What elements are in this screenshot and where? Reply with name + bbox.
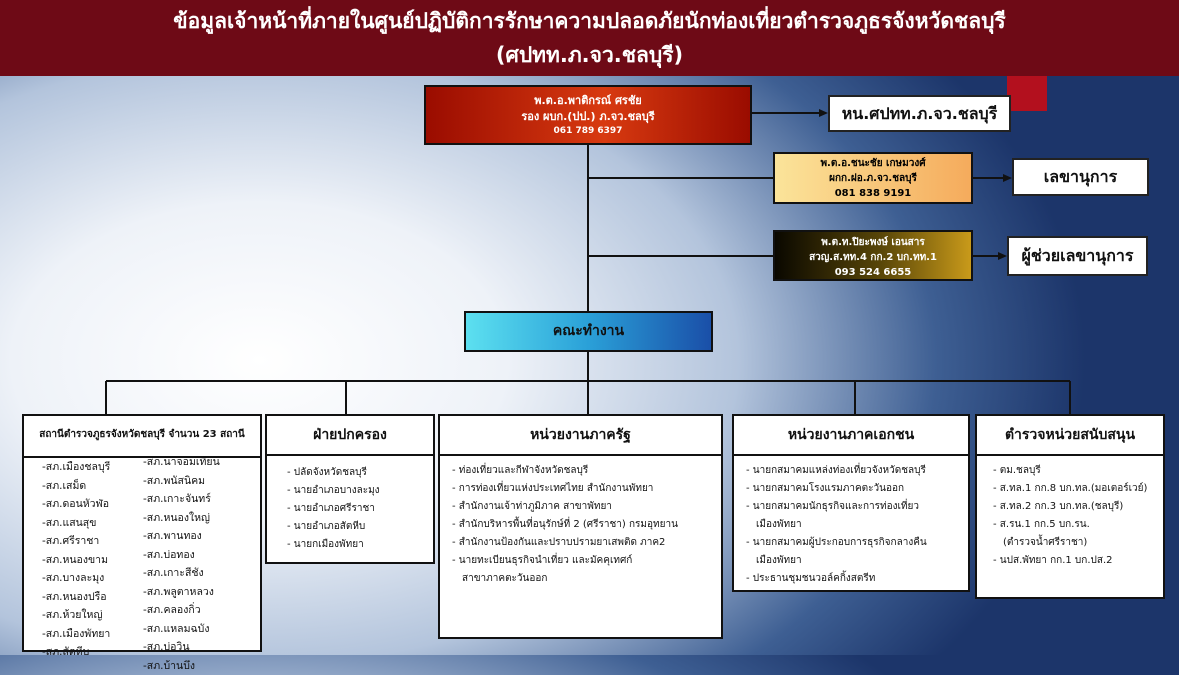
list-item: -สภ.พานทอง	[143, 527, 220, 546]
arrow-head	[998, 252, 1007, 260]
list-item-continued: (ตำรวจน้ำศรีราชา)	[993, 534, 1163, 552]
list-item: - นายอำเภอสัตหีบ	[287, 518, 433, 536]
list-item: -สภ.พลูตาหลวง	[143, 583, 220, 602]
list-item: -สภ.แสนสุข	[42, 514, 110, 533]
list-item: - นายอำเภอบางละมุง	[287, 482, 433, 500]
list-item: -สภ.บ่อวิน	[143, 638, 220, 657]
list-item: -สภ.เมืองพัทยา	[42, 625, 110, 644]
assistant-box: พ.ต.ท.ปิยะพงษ์ เอนสาร สวญ.ส.ทท.4 กก.2 บก…	[773, 230, 973, 281]
list-item: -สภ.พนัสนิคม	[143, 472, 220, 491]
list-item: - นายอำเภอศรีราชา	[287, 500, 433, 518]
list-item: -สภ.เกาะสีชัง	[143, 564, 220, 583]
stations-title: สถานีตำรวจภูธรจังหวัดชลบุรี จำนวน 23 สถา…	[24, 416, 260, 458]
list-item-continued: เมืองพัทยา	[746, 552, 968, 570]
chief-position: รอง ผบก.(ปป.) ภ.จว.ชลบุรี	[426, 109, 750, 125]
secretary-phone: 081 838 9191	[775, 186, 971, 201]
list-item: -สภ.เมืองชลบุรี	[42, 458, 110, 477]
support-column: ตำรวจหน่วยสนับสนุน - ตม.ชลบุรี - ส.ทล.1 …	[975, 414, 1165, 599]
list-item-continued: เมืองพัทยา	[746, 516, 968, 534]
list-item: - นปส.พัทยา กก.1 บก.ปส.2	[993, 552, 1163, 570]
chief-role-label: หน.ศปทท.ภ.จว.ชลบุรี	[828, 95, 1011, 132]
chief-name: พ.ต.อ.พาติกรณ์ ศรชัย	[426, 93, 750, 109]
assistant-role-label: ผู้ช่วยเลขานุการ	[1007, 236, 1148, 276]
list-item: - สำนักงานป้องกันและปราบปรามยาเสพติด ภาค…	[452, 534, 721, 552]
assistant-phone: 093 524 6655	[775, 265, 971, 280]
stations-list-right: -สภ.นาจอมเทียน -สภ.พนัสนิคม -สภ.เกาะจันท…	[143, 453, 220, 675]
list-item: -สภ.ศรีราชา	[42, 532, 110, 551]
list-item: -สภ.หนองขาม	[42, 551, 110, 570]
list-item: - นายกสมาคมแหล่งท่องเที่ยวจังหวัดชลบุรี	[746, 462, 968, 480]
list-item: -สภ.เกาะจันทร์	[143, 490, 220, 509]
list-item: - นายกสมาคมโรงแรมภาคตะวันออก	[746, 480, 968, 498]
list-item: - ตม.ชลบุรี	[993, 462, 1163, 480]
list-item: - สำนักงานเจ้าท่าภูมิภาค สาขาพัทยา	[452, 498, 721, 516]
list-item: -สภ.เสม็ด	[42, 477, 110, 496]
private-title: หน่วยงานภาคเอกชน	[734, 416, 968, 456]
admin-column: ฝ่ายปกครอง - ปลัดจังหวัดชลบุรี - นายอำเภ…	[265, 414, 435, 564]
list-item: -สภ.คลองกิ่ว	[143, 601, 220, 620]
list-item: - ส.ทล.1 กก.8 บก.ทล.(มอเตอร์เวย์)	[993, 480, 1163, 498]
list-item: - สำนักบริหารพื้นที่อนุรักษ์ที่ 2 (ศรีรา…	[452, 516, 721, 534]
list-item: -สภ.หนองใหญ่	[143, 509, 220, 528]
list-item: - ประธานชุมชนวอล์คกิ้งสตรีท	[746, 570, 968, 588]
arrow-head	[1003, 174, 1012, 182]
list-item: -สภ.ห้วยใหญ่	[42, 606, 110, 625]
working-group-box: คณะทำงาน	[464, 311, 713, 352]
support-title: ตำรวจหน่วยสนับสนุน	[977, 416, 1163, 456]
secretary-box: พ.ต.อ.ชนะชัย เกษมวงศ์ ผกก.ฝอ.ภ.จว.ชลบุรี…	[773, 152, 973, 204]
secretary-position: ผกก.ฝอ.ภ.จว.ชลบุรี	[775, 171, 971, 186]
assistant-position: สวญ.ส.ทท.4 กก.2 บก.ทท.1	[775, 250, 971, 265]
list-item: - นายกเมืองพัทยา	[287, 536, 433, 554]
list-item: - นายทะเบียนธุรกิจนำเที่ยว และมัคคุเทศก์	[452, 552, 721, 570]
secretary-name: พ.ต.อ.ชนะชัย เกษมวงศ์	[775, 156, 971, 171]
stations-column: สถานีตำรวจภูธรจังหวัดชลบุรี จำนวน 23 สถา…	[22, 414, 262, 652]
list-item: - การท่องเที่ยวแห่งประเทศไทย สำนักงานพัท…	[452, 480, 721, 498]
list-item: -สภ.สัตหีบ	[42, 643, 110, 662]
list-item: -สภ.บางละมุง	[42, 569, 110, 588]
chief-box: พ.ต.อ.พาติกรณ์ ศรชัย รอง ผบก.(ปป.) ภ.จว.…	[424, 85, 752, 145]
list-item: -สภ.บ้านบึง	[143, 657, 220, 675]
gov-title: หน่วยงานภาครัฐ	[440, 416, 721, 456]
gov-column: หน่วยงานภาครัฐ - ท่องเที่ยวและกีฬาจังหวั…	[438, 414, 723, 639]
stations-list-left: -สภ.เมืองชลบุรี -สภ.เสม็ด -สภ.ดอนหัวฬ่อ …	[42, 458, 110, 662]
secretary-role-label: เลขานุการ	[1012, 158, 1149, 196]
list-item: - ปลัดจังหวัดชลบุรี	[287, 464, 433, 482]
list-item: -สภ.หนองปรือ	[42, 588, 110, 607]
list-item: - ท่องเที่ยวและกีฬาจังหวัดชลบุรี	[452, 462, 721, 480]
list-item: - ส.ทล.2 กก.3 บก.ทล.(ชลบุรี)	[993, 498, 1163, 516]
list-item: -สภ.แหลมฉบัง	[143, 620, 220, 639]
chief-phone: 061 789 6397	[426, 125, 750, 138]
arrow-head	[819, 109, 828, 117]
assistant-name: พ.ต.ท.ปิยะพงษ์ เอนสาร	[775, 235, 971, 250]
list-item: -สภ.บ่อทอง	[143, 546, 220, 565]
admin-title: ฝ่ายปกครอง	[267, 416, 433, 456]
list-item-continued: สาขาภาคตะวันออก	[452, 570, 721, 588]
list-item: - นายกสมาคมนักธุรกิจและการท่องเที่ยว	[746, 498, 968, 516]
list-item: - นายกสมาคมผู้ประกอบการธุรกิจกลางคืน	[746, 534, 968, 552]
list-item: - ส.รน.1 กก.5 บก.รน.	[993, 516, 1163, 534]
list-item: -สภ.นาจอมเทียน	[143, 453, 220, 472]
list-item: -สภ.ดอนหัวฬ่อ	[42, 495, 110, 514]
private-column: หน่วยงานภาคเอกชน - นายกสมาคมแหล่งท่องเที…	[732, 414, 970, 592]
